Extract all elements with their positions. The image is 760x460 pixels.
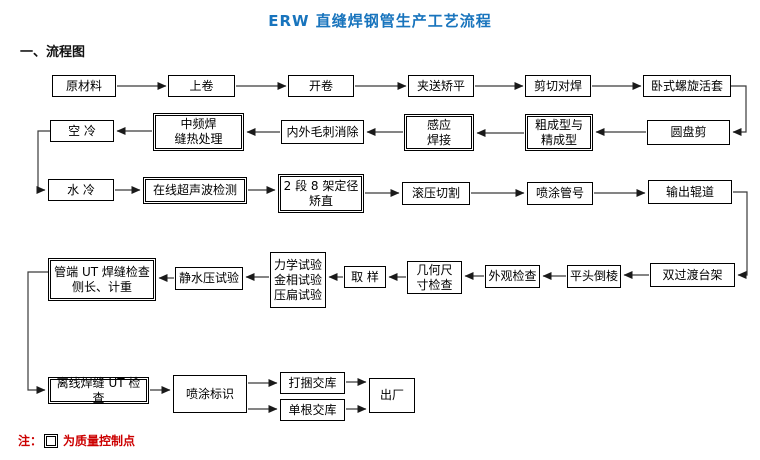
flow-node-single-delivery: 单根交库 (280, 399, 345, 421)
flow-node-air-cooling: 空 冷 (50, 120, 114, 142)
flow-node-water-cooling: 水 冷 (48, 179, 114, 201)
legend-note-prefix: 注： (18, 434, 43, 448)
flow-node-raw-material: 原材料 (52, 75, 116, 97)
flow-node-rough-fine-forming: 粗成型与 精成型 (525, 114, 593, 151)
flow-connector-pipe-end-ut-to-offline-weld-ut (27, 271, 48, 394)
legend-note: 注： 为质量控制点 (18, 432, 135, 449)
flow-node-hydrostatic-test: 静水压试验 (175, 267, 243, 290)
flow-connector-horizontal-spiral-looper-to-disc-shear (731, 85, 747, 136)
flow-node-burr-removal: 内外毛刺消除 (281, 120, 364, 144)
flow-node-sizing-straightening: 2 段 8 架定径 矫直 (278, 174, 364, 213)
flow-node-visual-inspection: 外观检查 (485, 265, 540, 288)
flow-node-output-roller: 输出辊道 (648, 180, 732, 204)
flow-node-offline-weld-ut: 离线焊缝 UT 检查 (48, 376, 149, 405)
flow-node-marking-spraying: 喷涂标识 (173, 375, 247, 413)
flow-node-online-ut: 在线超声波检测 (143, 177, 247, 204)
flow-node-facing-chamfering: 平头倒棱 (567, 265, 621, 288)
flow-node-horizontal-spiral-looper: 卧式螺旋活套 (643, 75, 731, 97)
flow-node-induction-welding: 感应 焊接 (404, 114, 474, 151)
flow-node-shear-butt-welding: 剪切对焊 (525, 75, 591, 97)
flow-node-pipe-end-ut: 管端 UT 焊缝检查 侧长、计重 (48, 258, 156, 301)
flow-node-disc-shear: 圆盘剪 (647, 120, 730, 145)
flow-node-sampling: 取 样 (344, 266, 386, 288)
flow-node-bundled-delivery: 打捆交库 (280, 372, 345, 394)
flow-node-material-tests: 力学试验 金相试验 压扁试验 (270, 252, 326, 308)
flow-node-coil-loading: 上卷 (168, 75, 235, 97)
flow-connector-output-roller-to-double-transfer-rack (733, 191, 748, 279)
legend-note-text: 为质量控制点 (63, 434, 136, 448)
flow-node-pipe-number-spraying: 喷涂管号 (527, 182, 593, 205)
flow-node-roll-cutting: 滚压切割 (402, 182, 470, 205)
flow-node-mf-weld-heat-treatment: 中频焊 缝热处理 (153, 113, 244, 151)
flow-connector-air-cooling-to-water-cooling (36, 130, 50, 194)
quality-control-point-icon (44, 433, 59, 448)
section-label: 一、流程图 (20, 45, 86, 60)
flow-node-dimension-check: 几何尺 寸检查 (407, 261, 462, 294)
flow-node-double-transfer-rack: 双过渡台架 (650, 263, 735, 287)
flow-node-uncoiling: 开卷 (288, 75, 354, 97)
flow-node-shipment: 出厂 (369, 378, 415, 413)
page-title: ERW 直缝焊钢管生产工艺流程 (268, 12, 492, 30)
flow-node-pinch-leveling: 夹送矫平 (408, 75, 474, 97)
